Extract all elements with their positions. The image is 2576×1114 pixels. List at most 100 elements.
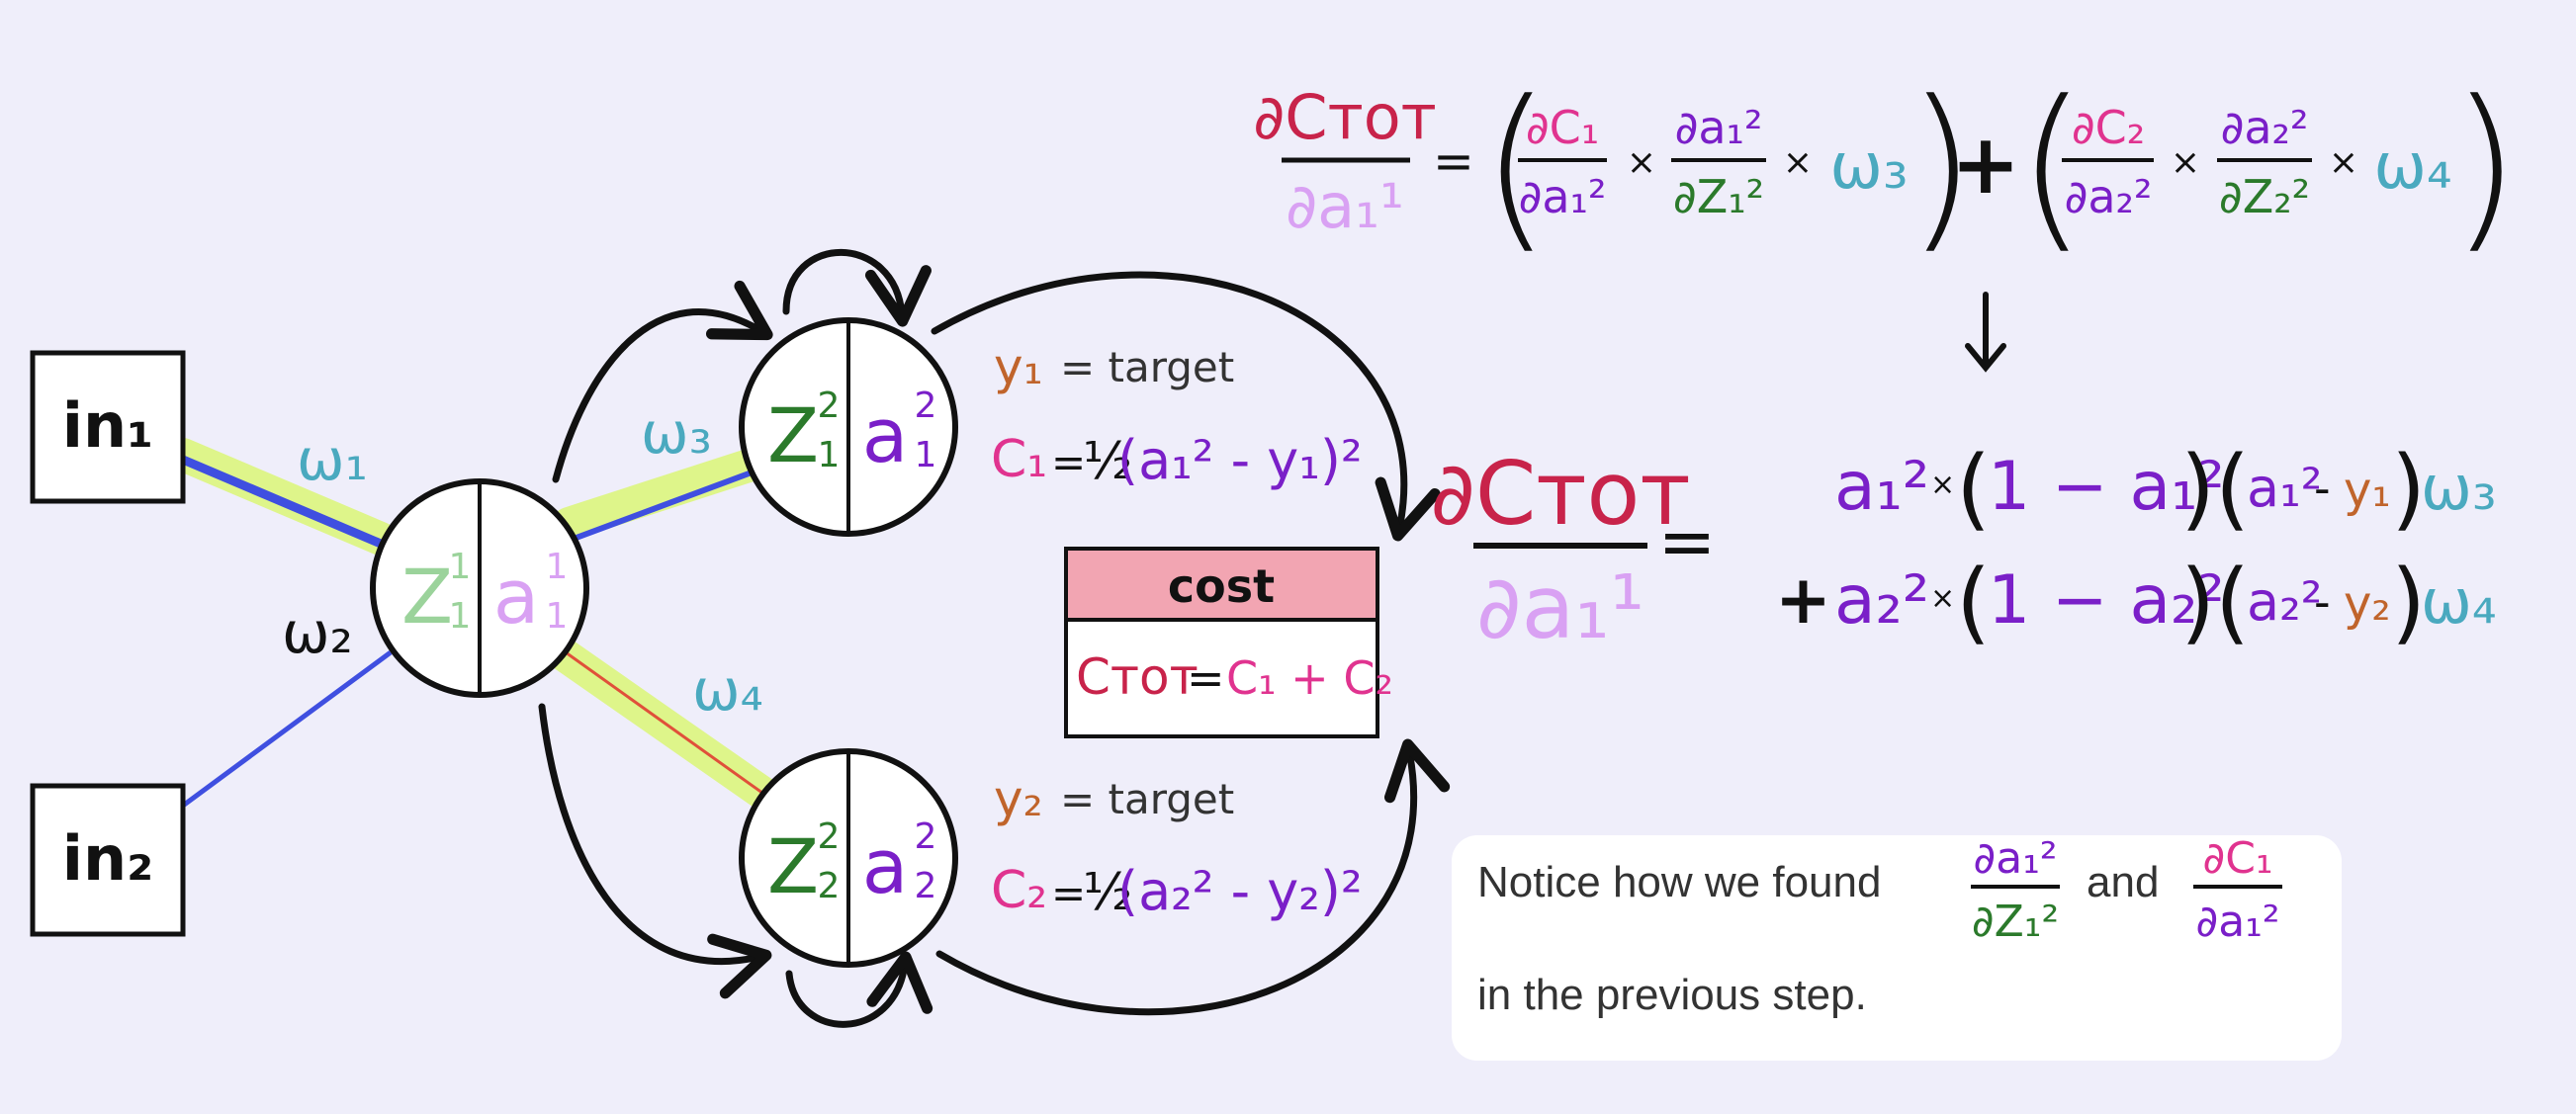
eq-top-plus: + [1951, 116, 2020, 213]
out1-z-sub: 1 [818, 435, 841, 475]
cost-box: cost Cᴛᴏᴛ = C₁ + C₂ [1064, 547, 1393, 738]
flow-arrows [538, 249, 1451, 1028]
eq-bot-r1-x: × [1930, 468, 1955, 502]
eq-top-lhs-den: ∂a₁¹ [1286, 170, 1404, 242]
eq-top-t2-x2: × [2329, 142, 2358, 183]
arrow-out1-to-cost [931, 271, 1441, 542]
cost-c1-label: C₁ [991, 430, 1047, 489]
eq-bot-r2-da: a₂² [2247, 570, 2322, 633]
out1-z: Z [767, 391, 819, 479]
input-in2-label: in₂ [62, 822, 154, 895]
out1-a-sup: 2 [915, 386, 937, 426]
eq-top-t2-w: ω₄ [2373, 130, 2451, 204]
input-in2: in₂ [30, 783, 186, 937]
note-frac2-den: ∂a₁² [2196, 897, 2280, 947]
hidden-a-sup: 1 [546, 547, 569, 587]
eq-bot-r2-minus: - [2314, 575, 2331, 629]
target-y1-label: y₁ [994, 338, 1043, 395]
eq-bot-r1-da: a₁² [2247, 457, 2322, 519]
eq-bot-r2-x: × [1930, 581, 1955, 616]
equation-bottom: ∂Cᴛᴏᴛ ∂a₁¹ = a₁² × ( 1 − a₁² ) ( a₁² - y… [1430, 437, 2496, 658]
eq-top-t2-n2: ∂a₂² [2221, 101, 2309, 154]
out2-a: a [862, 822, 909, 910]
cost-c1-half: ½ [1083, 432, 1132, 491]
target-2: y₂ = target C₂ = ½ (a₂² - y₂)² [991, 770, 1363, 922]
eq-bot-r2-onem: 1 − a₂² [1988, 561, 2225, 640]
note-and: and [2087, 858, 2159, 906]
eq-top-t2-d1: ∂a₂² [2065, 170, 2153, 223]
down-arrow [1965, 292, 2006, 373]
weight-w3-label: ω₃ [641, 399, 712, 467]
eq-top-lhs-num: ∂Cᴛᴏᴛ [1253, 81, 1437, 153]
weight-w2-label: ω₂ [282, 599, 353, 666]
out1-a: a [862, 391, 909, 479]
input-in1: in₁ [30, 350, 186, 504]
neuron-hidden: Z 1 1 a 1 1 [370, 478, 589, 698]
eq-bot-r2-w: ω₄ [2421, 565, 2497, 638]
w4-wire [558, 645, 767, 798]
hidden-z: Z [401, 553, 453, 641]
w2-wire [181, 649, 393, 809]
eq-top-t2-x1: × [2171, 142, 2200, 183]
w3-wire [572, 470, 754, 542]
out2-z-sub: 2 [818, 866, 841, 906]
cost-c1-eq: = [1051, 438, 1086, 486]
note-frac2-num: ∂C₁ [2202, 835, 2272, 884]
hidden-z-sup: 1 [449, 547, 472, 587]
eq-bot-r2-plus: + [1775, 561, 1831, 640]
cost-c2-label: C₂ [991, 861, 1047, 920]
arrow-out2-loop [785, 951, 933, 1028]
eq-bot-lhs-den: ∂a₁¹ [1476, 557, 1644, 658]
eq-bot-equals: = [1658, 501, 1717, 582]
eq-bot-r2-a: a₂² [1834, 561, 1929, 640]
out1-z-sup: 2 [818, 386, 841, 426]
eq-top-t1-d1: ∂a₁² [1519, 170, 1607, 223]
eq-bot-r1-w: ω₃ [2421, 452, 2497, 524]
note-line1-prefix: Notice how we found [1477, 858, 1881, 906]
note-frac1-num: ∂a₁² [1974, 835, 2058, 884]
input-in1-label: in₁ [62, 389, 154, 462]
cost-c2-eq: = [1051, 869, 1086, 917]
weight-w4-label: ω₄ [692, 656, 763, 724]
hidden-z-sub: 1 [449, 596, 472, 637]
eq-bot-r1-dy: y₁ [2344, 463, 2391, 518]
arrow-out1-loop [782, 249, 932, 327]
eq-bot-r1-a: a₁² [1834, 448, 1929, 526]
out2-a-sup: 2 [915, 816, 937, 857]
cost-c1-rhs: (a₁² - y₁)² [1117, 429, 1363, 491]
eq-bot-r2-close2: ) [2391, 551, 2426, 654]
eq-top-t1-x1: × [1627, 142, 1656, 183]
target-y2-label: y₂ [994, 770, 1043, 827]
eq-top-t1-n1: ∂C₁ [1526, 101, 1599, 154]
eq-top-t1-x2: × [1783, 142, 1813, 183]
eq-top-t1-w: ω₃ [1829, 130, 1908, 204]
w1-highlight [166, 438, 398, 556]
eq-bot-r1-open1: ( [1956, 437, 1991, 541]
note-line2: in the previous step. [1477, 971, 1867, 1019]
eq-top-equals: = [1433, 132, 1474, 190]
eq-bot-r1-minus: - [2314, 462, 2331, 515]
cost-box-header: cost [1168, 559, 1275, 613]
eq-top-t2-d2: ∂Z₂² [2219, 170, 2310, 223]
neuron-out2: Z 2 2 a 2 2 [739, 748, 958, 968]
equation-top: ∂Cᴛᴏᴛ ∂a₁¹ = ( ∂C₁ ∂a₁² × ∂a₁² ∂Z₁² × ω₃… [1253, 63, 2520, 270]
eq-bot-r1-close1: ) [2180, 437, 2215, 541]
cost-box-sum: C₁ + C₂ [1226, 651, 1393, 705]
cost-box-eq: = [1187, 651, 1225, 705]
eq-top-paren2-close: ) [2450, 63, 2520, 270]
cost-c2-half: ½ [1083, 863, 1132, 922]
eq-bot-r2-open2: ( [2215, 551, 2250, 654]
arrow-out2-to-cost [935, 738, 1451, 1016]
eq-bot-r1-open2: ( [2215, 437, 2250, 541]
eq-top-paren2-open: ( [2017, 63, 2087, 270]
eq-top-t1-d2: ∂Z₁² [1673, 170, 1764, 223]
hidden-a: a [493, 553, 540, 641]
neuron-out1: Z 2 1 a 2 1 [739, 317, 958, 537]
target-y1-text: = target [1060, 343, 1234, 391]
eq-bot-r1-onem: 1 − a₁² [1988, 448, 2225, 526]
cost-box-ctot: Cᴛᴏᴛ [1076, 648, 1199, 706]
out2-z: Z [767, 822, 819, 910]
hidden-a-sub: 1 [546, 596, 569, 637]
